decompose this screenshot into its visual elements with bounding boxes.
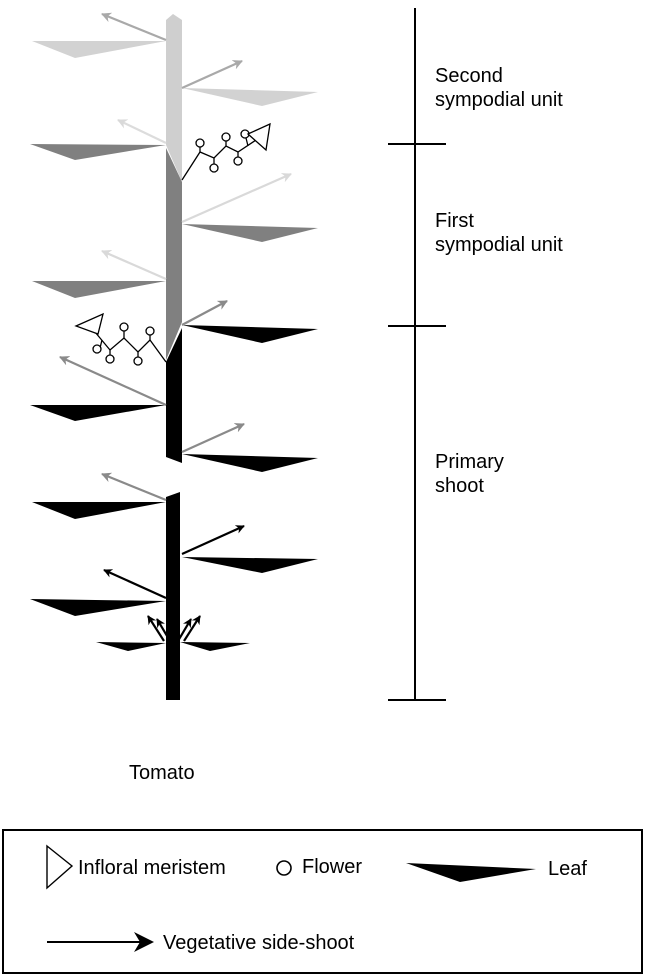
second-unit-label-line1: Second	[435, 65, 503, 87]
flower	[145, 326, 155, 336]
leaf	[182, 557, 318, 573]
legend-icons	[46, 844, 536, 952]
plant-name-label: Tomato	[129, 762, 195, 784]
leaf	[180, 642, 250, 651]
leaf-icon	[406, 863, 536, 882]
second-sympodial-stem	[166, 14, 182, 182]
circle-icon	[276, 860, 292, 876]
second-unit-label-line2: sympodial unit	[435, 89, 563, 111]
legend-flower-label: Flower	[302, 856, 363, 878]
side-shoot-arrow	[181, 172, 292, 224]
legend-box	[2, 829, 643, 974]
side-shoot-arrow	[147, 615, 165, 642]
unit-scale-bar	[388, 8, 446, 701]
inflorescence-upper	[181, 122, 271, 181]
side-shoot-arrow	[156, 618, 171, 642]
leaf	[32, 502, 166, 519]
leaf	[182, 224, 318, 242]
flower	[209, 163, 219, 173]
flower	[233, 156, 243, 166]
leaves-first-unit	[30, 144, 318, 298]
flower	[195, 138, 205, 148]
leaf	[30, 405, 166, 421]
flower	[221, 132, 231, 142]
triangle-icon	[46, 844, 74, 890]
side-shoot-arrows	[59, 12, 292, 642]
leaf	[96, 642, 166, 651]
leaves-primary-shoot	[30, 325, 318, 651]
inflorescence-lower	[74, 312, 167, 366]
legend-leaf-label: Leaf	[548, 858, 587, 880]
leaf	[32, 41, 166, 58]
legend-inflorescence-label: Infloral meristem	[78, 857, 226, 879]
side-shoot-arrow	[181, 422, 245, 454]
side-shoot-arrow	[59, 355, 167, 407]
leaf	[182, 88, 318, 106]
side-shoot-arrow	[101, 472, 167, 502]
primary-shoot-label-line1: Primary	[435, 451, 504, 473]
side-shoot-arrow	[181, 524, 245, 556]
inflorescence-meristem	[74, 312, 104, 335]
first-unit-label-line2: sympodial unit	[435, 234, 563, 256]
leaf	[182, 325, 318, 343]
side-shoot-arrow	[181, 300, 228, 326]
first-unit-label-line1: First	[435, 210, 474, 232]
side-shoot-arrow	[117, 119, 167, 144]
side-shoot-arrow	[101, 249, 167, 281]
flower	[105, 354, 115, 364]
side-shoot-arrow	[181, 59, 243, 90]
side-shoot-arrow	[177, 618, 192, 642]
primary-shoot-stem	[166, 328, 182, 700]
inflorescence-meristem	[246, 122, 271, 152]
primary-shoot-label-line2: shoot	[435, 475, 484, 497]
side-shoot-arrow	[183, 615, 201, 642]
leaf	[30, 144, 166, 160]
leaf	[182, 454, 318, 472]
flower	[92, 344, 102, 354]
leaf	[32, 281, 166, 298]
flower	[133, 356, 143, 366]
leaf	[30, 599, 166, 616]
side-shoot-arrow	[103, 568, 167, 600]
flower	[119, 322, 129, 332]
side-shoot-arrow	[101, 12, 167, 42]
leaves-second-unit	[32, 41, 318, 106]
legend-side-shoot-label: Vegetative side-shoot	[163, 932, 355, 954]
first-sympodial-stem	[166, 148, 182, 360]
